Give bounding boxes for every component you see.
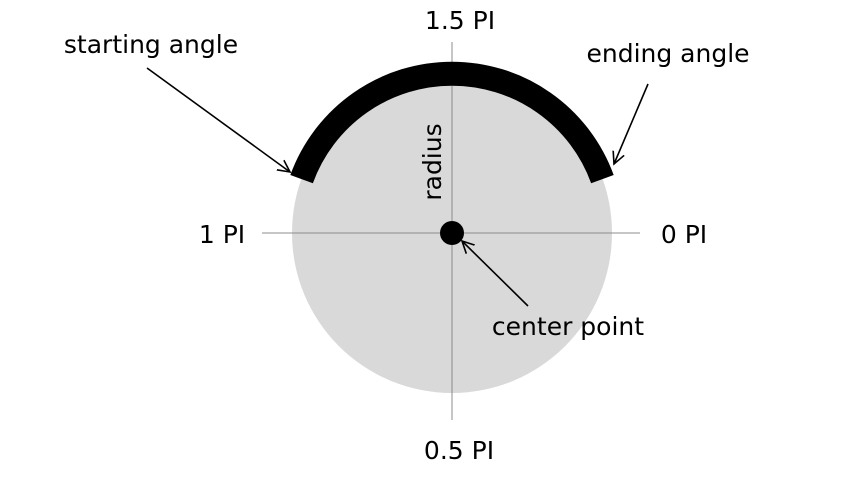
center-point-arrow — [462, 241, 529, 307]
label-0-5-pi: 0.5 PI — [424, 436, 494, 465]
label-radius: radius — [418, 123, 447, 200]
label-1-pi: 1 PI — [199, 220, 245, 249]
label-ending-angle: ending angle — [586, 39, 749, 68]
label-0-pi: 0 PI — [661, 220, 707, 249]
center-point-dot — [440, 221, 464, 245]
arc-stroke — [290, 61, 614, 184]
label-center-point: center point — [492, 312, 644, 341]
label-starting-angle: starting angle — [64, 30, 238, 59]
ending-angle-arrow — [614, 83, 649, 164]
label-1-5-pi: 1.5 PI — [425, 6, 495, 35]
starting-angle-arrow — [146, 67, 290, 172]
